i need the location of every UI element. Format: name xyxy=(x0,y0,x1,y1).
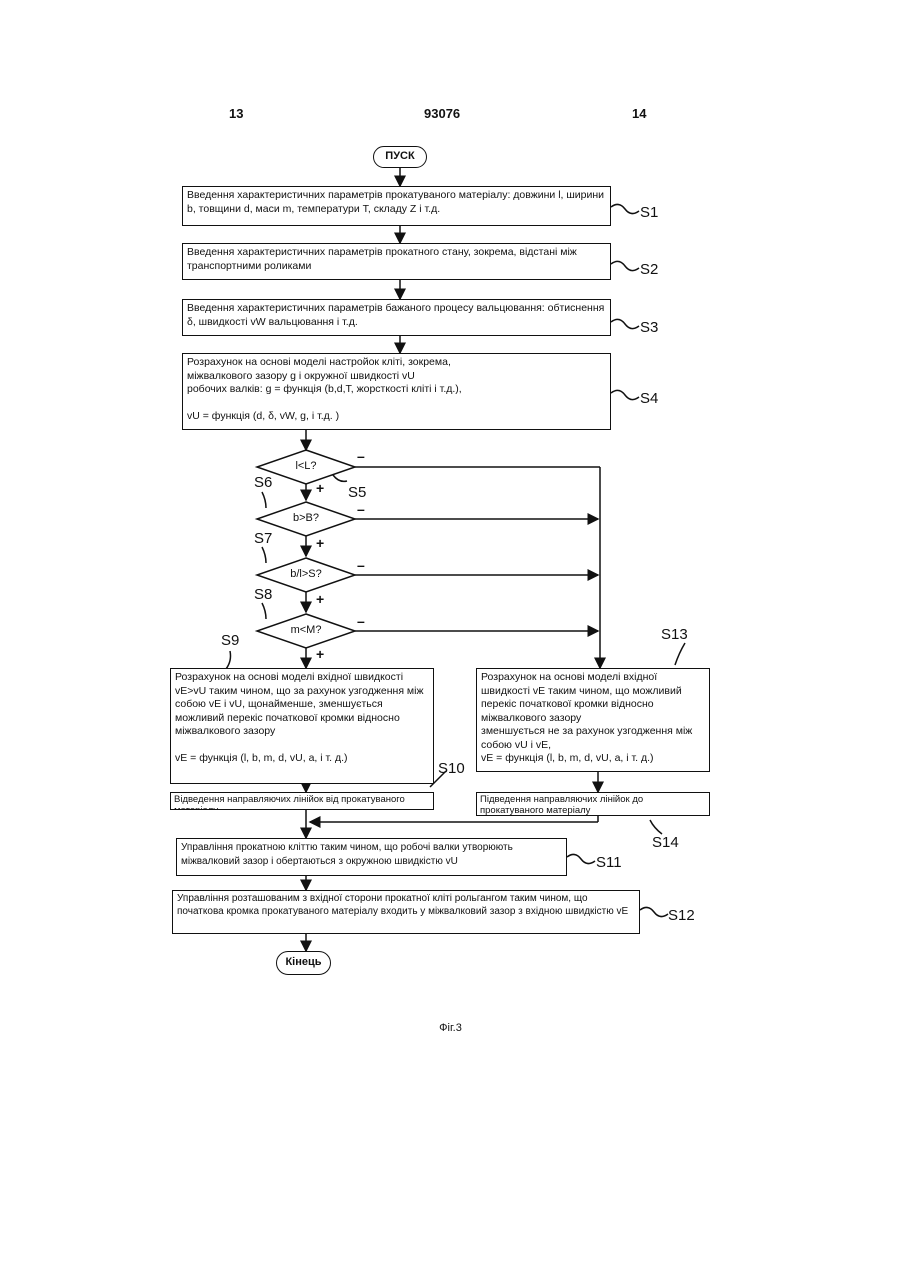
label-s4: S4 xyxy=(640,390,658,407)
label-s8: S8 xyxy=(254,586,272,603)
label-s10: S10 xyxy=(438,760,465,777)
no-sign-s5: – xyxy=(357,448,365,464)
no-sign-s7: – xyxy=(357,557,365,573)
yes-sign-s6: + xyxy=(316,535,324,551)
label-s3: S3 xyxy=(640,319,658,336)
decision-s5-text: l<L? xyxy=(256,460,356,472)
no-sign-s6: – xyxy=(357,501,365,517)
step-s13-box: Розрахунок на основі моделі вхідної швид… xyxy=(476,668,710,772)
start-terminal: ПУСК xyxy=(373,146,427,168)
label-s6: S6 xyxy=(254,474,272,491)
label-s2: S2 xyxy=(640,261,658,278)
decision-s8-text: m<M? xyxy=(256,624,356,636)
step-s3-box: Введення характеристичних параметрів баж… xyxy=(182,299,611,336)
decision-s7-text: b/l>S? xyxy=(256,568,356,580)
end-terminal: Кінець xyxy=(276,951,331,975)
step-s12-box: Управління розташованим з вхідної сторон… xyxy=(172,890,640,934)
label-s7: S7 xyxy=(254,530,272,547)
step-s2-box: Введення характеристичних параметрів про… xyxy=(182,243,611,280)
label-s5: S5 xyxy=(348,484,366,501)
step-s10-box: Відведення направляючих лінійок від прок… xyxy=(170,792,434,810)
no-sign-s8: – xyxy=(357,613,365,629)
label-s12: S12 xyxy=(668,907,695,924)
step-s9-box: Розрахунок на основі моделі вхідної швид… xyxy=(170,668,434,784)
step-s4-box: Розрахунок на основі моделі настройок кл… xyxy=(182,353,611,430)
yes-sign-s8: + xyxy=(316,646,324,662)
figure-caption: Фіг.3 xyxy=(0,1022,901,1034)
label-s1: S1 xyxy=(640,204,658,221)
label-s9: S9 xyxy=(221,632,239,649)
yes-sign-s7: + xyxy=(316,591,324,607)
step-s1-box: Введення характеристичних параметрів про… xyxy=(182,186,611,226)
label-s14: S14 xyxy=(652,834,679,851)
step-s14-box: Підведення направляючих лінійок до прока… xyxy=(476,792,710,816)
step-s11-box: Управління прокатною кліттю таким чином,… xyxy=(176,838,567,876)
decision-s6-text: b>B? xyxy=(256,512,356,524)
yes-sign-s5: + xyxy=(316,480,324,496)
label-s13: S13 xyxy=(661,626,688,643)
label-s11: S11 xyxy=(596,854,622,871)
